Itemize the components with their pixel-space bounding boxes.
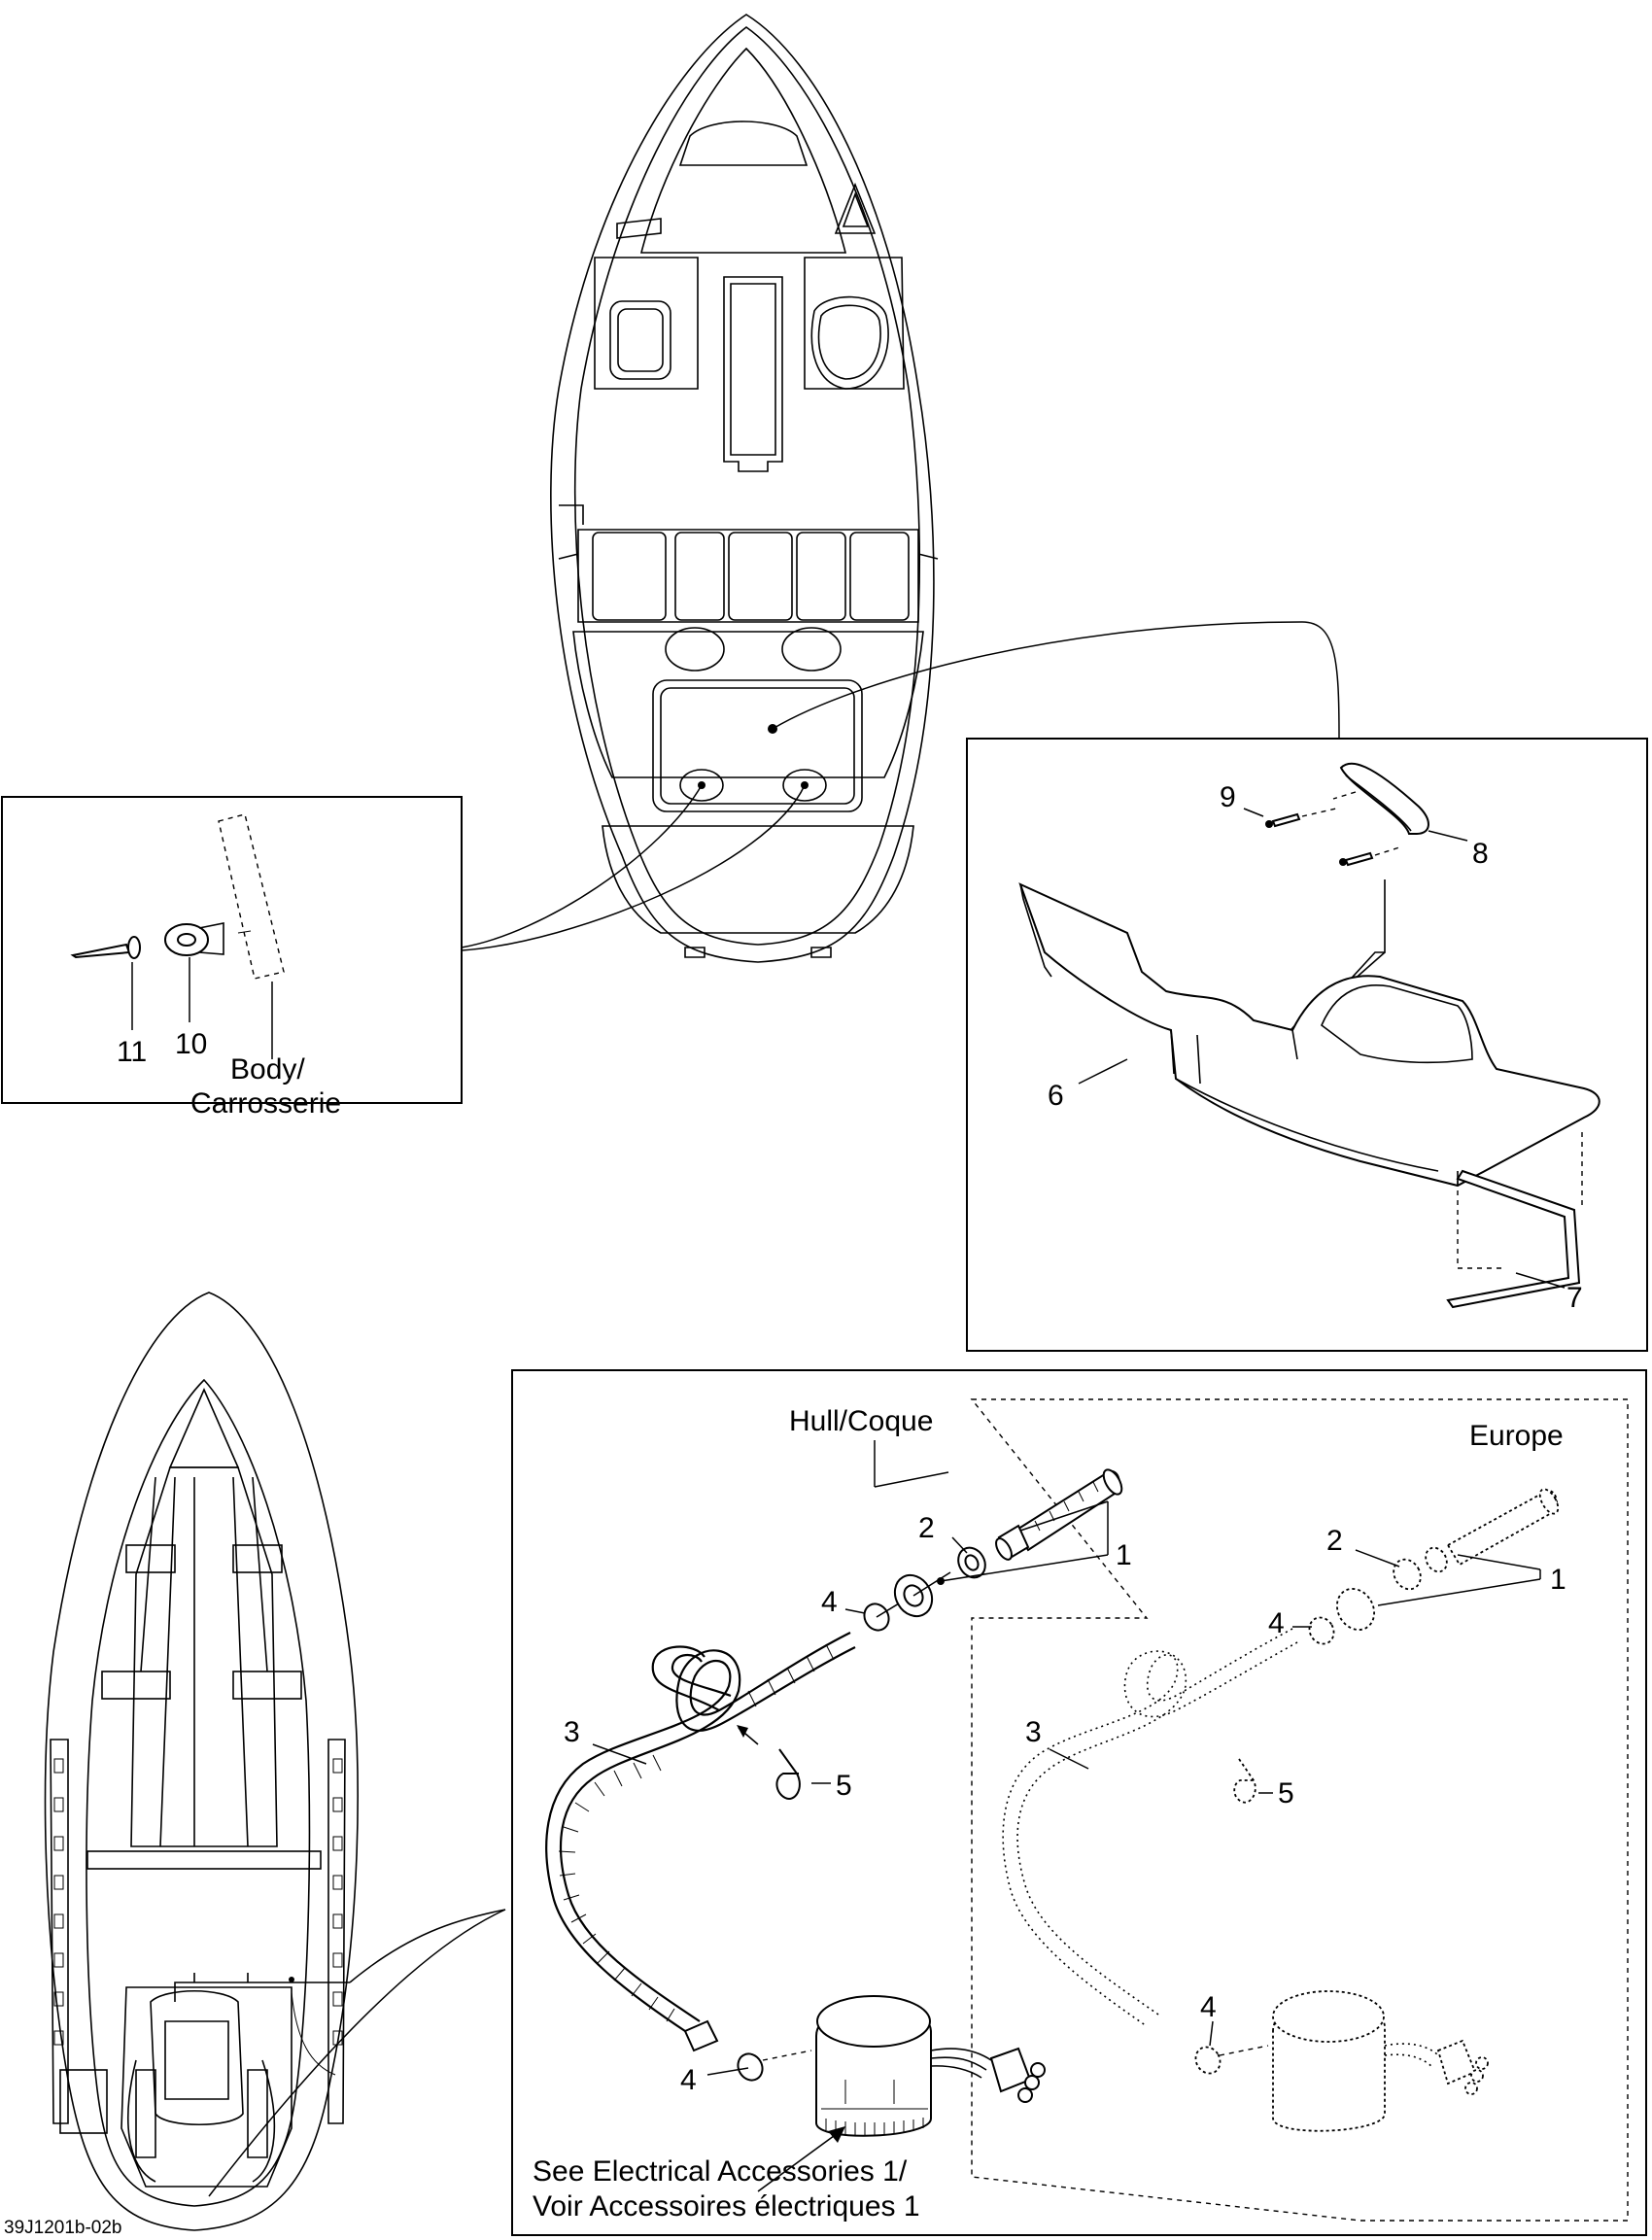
watercraft-top-view [550, 14, 939, 963]
callout-11: 11 [117, 1036, 147, 1068]
callout-7: 7 [1566, 1282, 1583, 1314]
europe-variant-region [970, 1398, 1629, 2222]
callout-2-standard: 2 [918, 1512, 935, 1544]
standard-bilge-parts [545, 1468, 1123, 2192]
storage-tray [1018, 762, 1600, 1309]
callout-2-europe: 2 [1326, 1525, 1343, 1557]
callout-1-standard: 1 [1116, 1539, 1132, 1571]
body-label: Body/ [230, 1053, 305, 1086]
callout-4-europe-bottom: 4 [1200, 1991, 1217, 2023]
callout-6: 6 [1048, 1080, 1064, 1112]
callout-10: 10 [175, 1028, 207, 1060]
callout-9: 9 [1220, 781, 1236, 813]
callout-3-standard: 3 [564, 1716, 580, 1748]
callout-5-standard: 5 [836, 1770, 852, 1802]
callout-4-standard-bottom: 4 [680, 2064, 697, 2096]
callout-3-europe: 3 [1025, 1716, 1042, 1748]
bilge-pump-box [511, 1369, 1647, 2236]
rivet-assembly [70, 813, 285, 980]
hull-view [44, 1292, 359, 2231]
see-electrical-label: See Electrical Accessories 1/ [533, 2155, 908, 2188]
body-fastener-box [1, 796, 463, 1104]
voir-accessoires-label: Voir Accessoires électriques 1 [533, 2190, 920, 2223]
callout-5-europe: 5 [1278, 1777, 1294, 1809]
callout-8: 8 [1472, 838, 1489, 870]
hull-coque-label: Hull/Coque [789, 1405, 933, 1437]
europe-bilge-parts [1002, 1488, 1560, 2132]
callout-1-europe: 1 [1550, 1564, 1566, 1596]
figure-code: 39J1201b-02b [4, 2218, 122, 2238]
callout-4-standard-top: 4 [821, 1586, 838, 1618]
callout-4-europe-top: 4 [1268, 1607, 1285, 1639]
storage-tray-box [966, 738, 1648, 1352]
carrosserie-label: Carrosserie [190, 1087, 341, 1120]
europe-label: Europe [1469, 1420, 1564, 1452]
